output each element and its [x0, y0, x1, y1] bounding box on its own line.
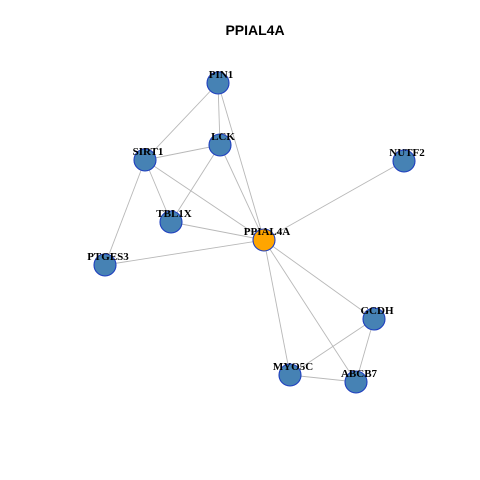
- edge-tbl1x-ppial4a: [170, 221, 265, 241]
- edge-ppial4a-myo5c: [263, 239, 291, 376]
- node-label: PTGES3: [87, 251, 129, 263]
- node-label: PIN1: [209, 69, 233, 81]
- edge-sirt1-ptges3: [104, 159, 146, 266]
- node-label: SIRT1: [133, 146, 164, 158]
- node-label: MYO5C: [273, 361, 313, 373]
- diagram-title: PPIAL4A: [225, 22, 284, 38]
- node-circle: [392, 149, 416, 173]
- node-ptges3: PTGES3: [87, 251, 129, 277]
- edge-lck-ppial4a: [219, 144, 265, 241]
- node-label: LCK: [211, 131, 235, 143]
- node-gcdh: GCDH: [361, 305, 394, 331]
- node-abcb7: ABCB7: [341, 368, 378, 394]
- node-circle: [208, 133, 232, 157]
- node-lck: LCK: [208, 131, 235, 157]
- edge-ppial4a-abcb7: [263, 239, 357, 383]
- edges-layer: [104, 82, 405, 383]
- node-label: GCDH: [361, 305, 394, 317]
- edge-ppial4a-gcdh: [263, 239, 375, 320]
- node-label: ABCB7: [341, 368, 378, 380]
- node-pin1: PIN1: [206, 69, 233, 95]
- node-circle: [252, 228, 276, 252]
- node-myo5c: MYO5C: [273, 361, 313, 387]
- edge-sirt1-ppial4a: [144, 159, 265, 241]
- edge-gcdh-myo5c: [289, 318, 375, 376]
- node-circle: [278, 363, 302, 387]
- edge-ptges3-ppial4a: [104, 239, 265, 266]
- node-circle: [206, 71, 230, 95]
- node-sirt1: SIRT1: [133, 146, 164, 172]
- node-label: TBL1X: [156, 208, 192, 220]
- node-nutf2: NUTF2: [389, 147, 425, 173]
- node-circle: [344, 370, 368, 394]
- edge-lck-sirt1: [144, 144, 221, 161]
- node-circle: [93, 253, 117, 277]
- edge-pin1-sirt1: [144, 82, 219, 161]
- node-circle: [133, 148, 157, 172]
- node-ppial4a: PPIAL4A: [244, 226, 291, 252]
- node-label: PPIAL4A: [244, 226, 291, 238]
- edge-pin1-ppial4a: [217, 82, 265, 241]
- node-circle: [362, 307, 386, 331]
- edge-nutf2-ppial4a: [263, 160, 405, 241]
- node-tbl1x: TBL1X: [156, 208, 192, 234]
- node-label: NUTF2: [389, 147, 425, 159]
- edge-lck-tbl1x: [170, 144, 221, 223]
- node-circle: [159, 210, 183, 234]
